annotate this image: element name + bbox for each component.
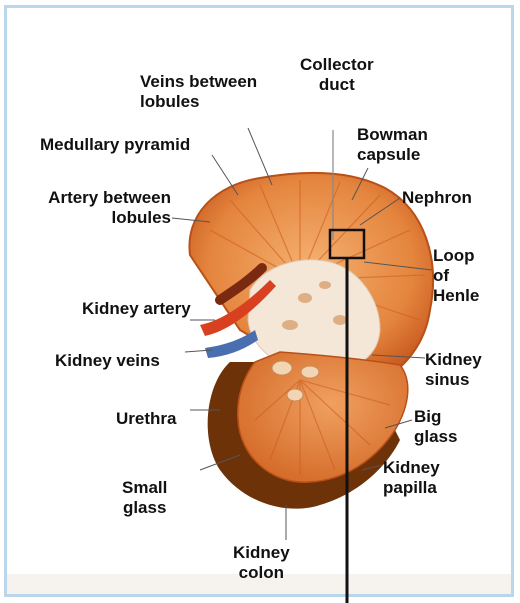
label-line: Kidney veins xyxy=(55,351,160,370)
label-line: sinus xyxy=(425,370,482,390)
label-line: Urethra xyxy=(116,409,176,428)
label-line: Small xyxy=(122,478,167,498)
label-line: Medullary pyramid xyxy=(40,135,190,154)
label-bowman-capsule: Bowman capsule xyxy=(357,125,428,165)
label-line: Kidney xyxy=(425,350,482,370)
label-line: Nephron xyxy=(402,188,472,207)
label-line: Big xyxy=(414,407,457,427)
label-kidney-papilla: Kidney papilla xyxy=(383,458,440,498)
label-artery-between-lobules: Artery between lobules xyxy=(25,188,171,228)
label-line: glass xyxy=(414,427,457,447)
label-line: Veins between xyxy=(140,72,257,92)
label-line: Kidney artery xyxy=(82,299,191,318)
label-line: of xyxy=(433,266,479,286)
label-loop-of-henle: Loop of Henle xyxy=(433,246,479,306)
label-urethra: Urethra xyxy=(116,409,176,429)
label-kidney-colon: Kidney colon xyxy=(233,543,290,583)
label-kidney-artery: Kidney artery xyxy=(82,299,191,319)
label-line: capsule xyxy=(357,145,428,165)
label-collector-duct: Collector duct xyxy=(300,55,374,95)
label-veins-between-lobules: Veins between lobules xyxy=(140,72,257,112)
label-nephron: Nephron xyxy=(402,188,472,208)
label-line: Artery between xyxy=(25,188,171,208)
label-line: glass xyxy=(122,498,167,518)
label-kidney-sinus: Kidney sinus xyxy=(425,350,482,390)
label-line: duct xyxy=(300,75,374,95)
label-big-glass: Big glass xyxy=(414,407,457,447)
label-line: Kidney xyxy=(383,458,440,478)
label-small-glass: Small glass xyxy=(122,478,167,518)
label-line: Bowman xyxy=(357,125,428,145)
label-line: Collector xyxy=(300,55,374,75)
label-kidney-veins: Kidney veins xyxy=(55,351,160,371)
label-line: Henle xyxy=(433,286,479,306)
label-line: lobules xyxy=(140,92,257,112)
kidney-vein-vessel xyxy=(205,330,258,358)
label-line: Loop xyxy=(433,246,479,266)
label-medullary-pyramid: Medullary pyramid xyxy=(40,135,190,155)
label-line: colon xyxy=(233,563,290,583)
label-line: lobules xyxy=(25,208,171,228)
label-line: papilla xyxy=(383,478,440,498)
label-line: Kidney xyxy=(233,543,290,563)
